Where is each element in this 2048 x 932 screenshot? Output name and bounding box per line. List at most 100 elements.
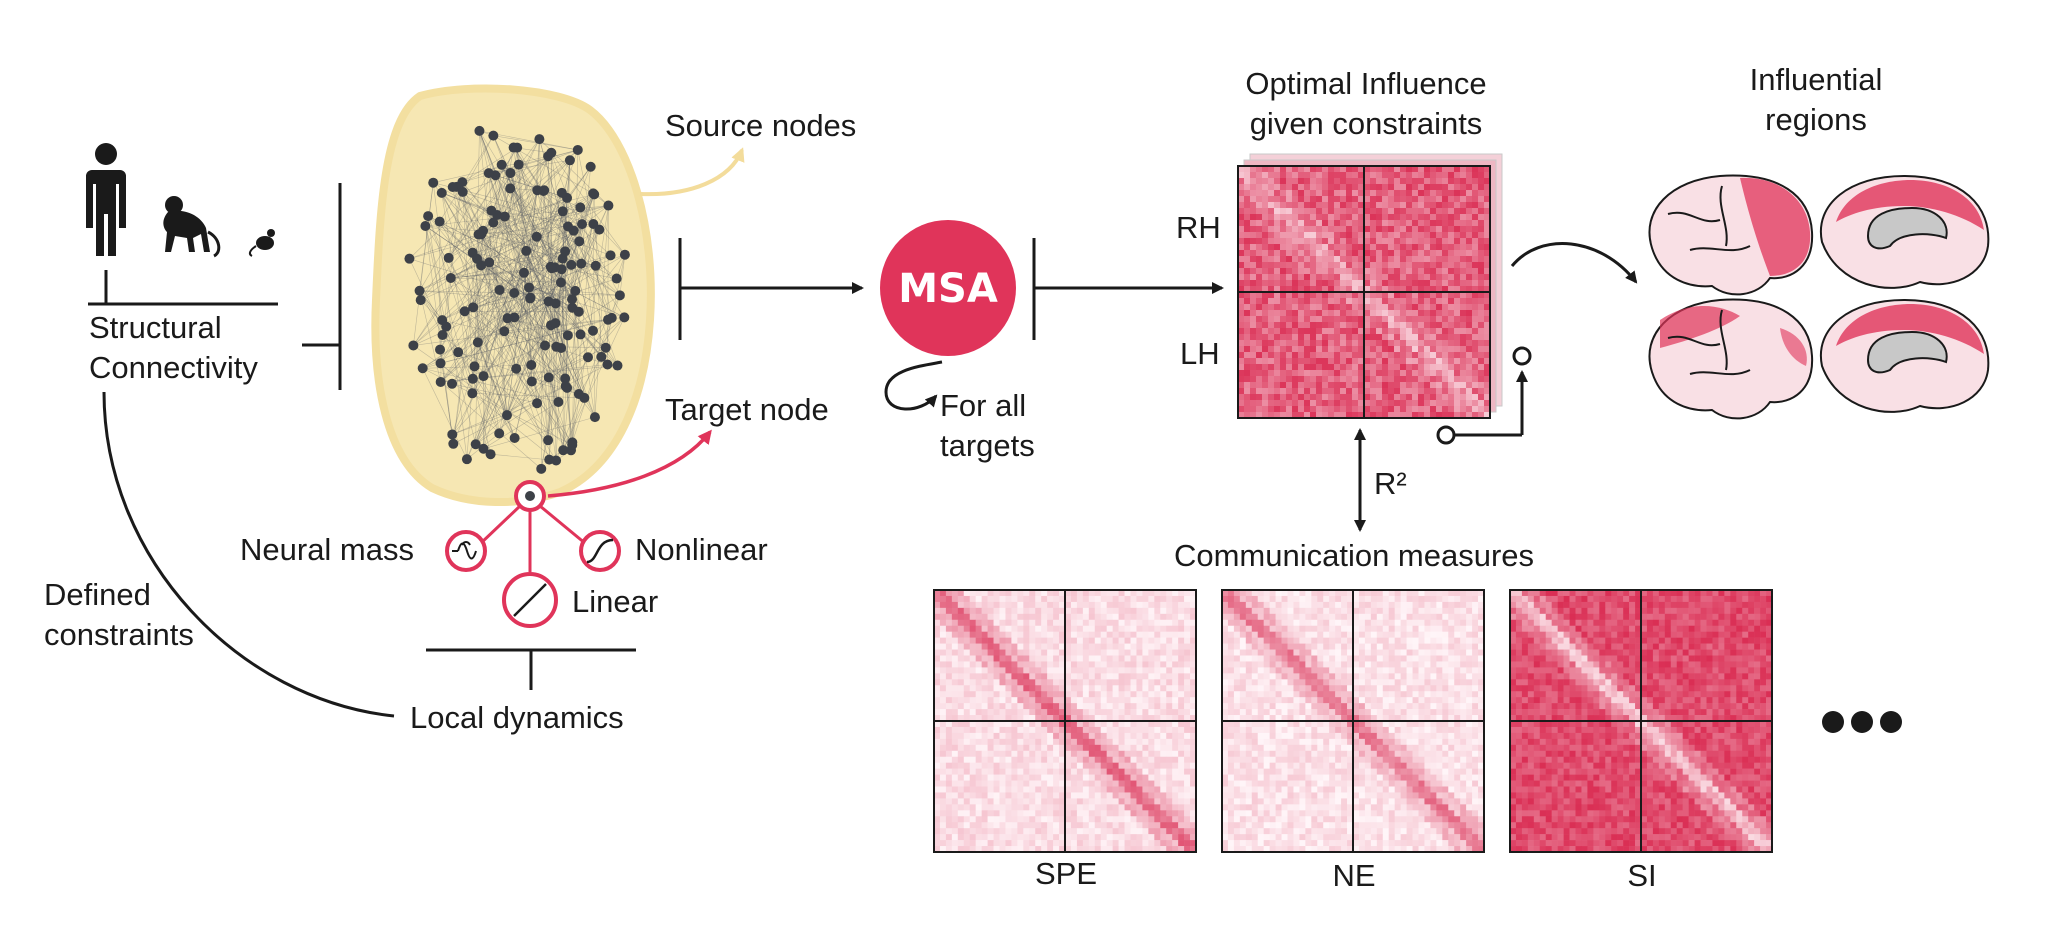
matrix-cell: [1376, 322, 1383, 329]
rh-label: RH: [1176, 210, 1221, 245]
matrix-cell: [1424, 406, 1431, 413]
matrix-cell: [1406, 256, 1413, 263]
matrix-cell: [1478, 172, 1485, 179]
matrix-cell: [1406, 274, 1413, 281]
matrix-cell: [1353, 637, 1360, 644]
matrix-cell: [1160, 649, 1167, 656]
matrix-cell: [1346, 196, 1353, 203]
matrix-cell: [1005, 601, 1012, 609]
matrix-cell: [945, 709, 953, 716]
matrix-cell: [1094, 762, 1102, 769]
matrix-cell: [1292, 262, 1299, 269]
matrix-cell: [1065, 810, 1072, 817]
matrix-cell: [1136, 643, 1143, 650]
matrix-cell: [1222, 619, 1229, 627]
matrix-cell: [1106, 792, 1113, 799]
matrix-cell: [1118, 637, 1125, 644]
matrix-cell: [1118, 768, 1125, 775]
matrix-cell: [1017, 798, 1024, 805]
matrix-cell: [1424, 340, 1431, 347]
matrix-cell: [1070, 607, 1078, 615]
matrix-cell: [1142, 637, 1149, 644]
matrix-cell: [1424, 595, 1431, 603]
matrix-cell: [1106, 673, 1113, 680]
matrix-cell: [1322, 346, 1329, 353]
matrix-cell: [1478, 655, 1485, 662]
matrix-cell: [939, 643, 947, 650]
matrix-cell: [1059, 726, 1066, 734]
matrix-cell: [1059, 738, 1066, 746]
matrix-cell: [1394, 268, 1401, 275]
matrix-cell: [1352, 256, 1359, 263]
matrix-cell: [1406, 613, 1413, 621]
matrix-cell: [1041, 786, 1048, 793]
matrix-cell: [1094, 822, 1102, 829]
matrix-cell: [1370, 400, 1377, 407]
matrix-cell: [1148, 840, 1155, 847]
matrix-cell: [1094, 768, 1102, 775]
matrix-cell: [1005, 732, 1012, 740]
matrix-cell: [1172, 637, 1179, 644]
matrix-cell: [951, 750, 959, 758]
matrix-cell: [1160, 637, 1167, 644]
matrix-cell: [1466, 292, 1473, 299]
matrix-cell: [1310, 268, 1317, 275]
matrix-cell: [1172, 786, 1179, 793]
matrix-cell: [1460, 268, 1467, 275]
matrix-cell: [957, 637, 965, 644]
matrix-cell: [1154, 792, 1161, 799]
matrix-cell: [1017, 673, 1024, 680]
matrix-cell: [1124, 721, 1131, 728]
network-edge: [450, 236, 537, 279]
matrix-cell: [1478, 226, 1485, 233]
matrix-cell: [1136, 709, 1143, 716]
matrix-cell: [1142, 798, 1149, 805]
matrix-cell: [1442, 214, 1449, 221]
matrix-cell: [1112, 590, 1119, 597]
matrix-cell: [1436, 178, 1443, 185]
matrix-cell: [1280, 190, 1287, 197]
matrix-cell: [1304, 412, 1311, 419]
matrix-cell: [1454, 352, 1461, 359]
matrix-cell: [1274, 412, 1281, 419]
matrix-cell: [1118, 762, 1125, 769]
matrix-cell: [1364, 244, 1371, 251]
matrix-cell: [1304, 196, 1311, 203]
matrix-cell: [1322, 370, 1329, 377]
matrix-cell: [1298, 292, 1305, 299]
matrix-cell: [981, 762, 988, 769]
matrix-cell: [1142, 655, 1149, 662]
matrix-cell: [1358, 388, 1365, 395]
matrix-cell: [1256, 412, 1263, 419]
matrix-cell: [1436, 406, 1443, 413]
matrix-cell: [1382, 376, 1389, 383]
matrix-cell: [1112, 685, 1119, 692]
matrix-cell: [1047, 661, 1054, 668]
network-edge: [510, 188, 621, 296]
network-edge: [548, 282, 562, 460]
matrix-cell: [1239, 590, 1247, 597]
matrix-cell: [1112, 649, 1119, 656]
matrix-cell: [1478, 625, 1485, 632]
matrix-cell: [1316, 406, 1323, 413]
matrix-cell: [1017, 732, 1024, 740]
matrix-cell: [963, 613, 971, 621]
matrix-cell: [1388, 310, 1395, 317]
matrix-cell: [1281, 655, 1288, 662]
matrix-cell: [1136, 697, 1143, 704]
network-edge: [548, 193, 594, 302]
matrix-cell: [1106, 721, 1113, 728]
matrix-cell: [1088, 762, 1096, 769]
matrix-cell: [1430, 322, 1437, 329]
matrix-cell: [981, 661, 988, 668]
matrix-cell: [1286, 184, 1293, 191]
network-node: [518, 267, 529, 278]
matrix-cell: [1304, 166, 1311, 173]
matrix-cell: [1094, 798, 1102, 805]
matrix-cell: [1047, 679, 1054, 686]
network-edge: [536, 236, 582, 264]
matrix-cell: [1394, 286, 1401, 293]
matrix-cell: [1094, 721, 1102, 728]
